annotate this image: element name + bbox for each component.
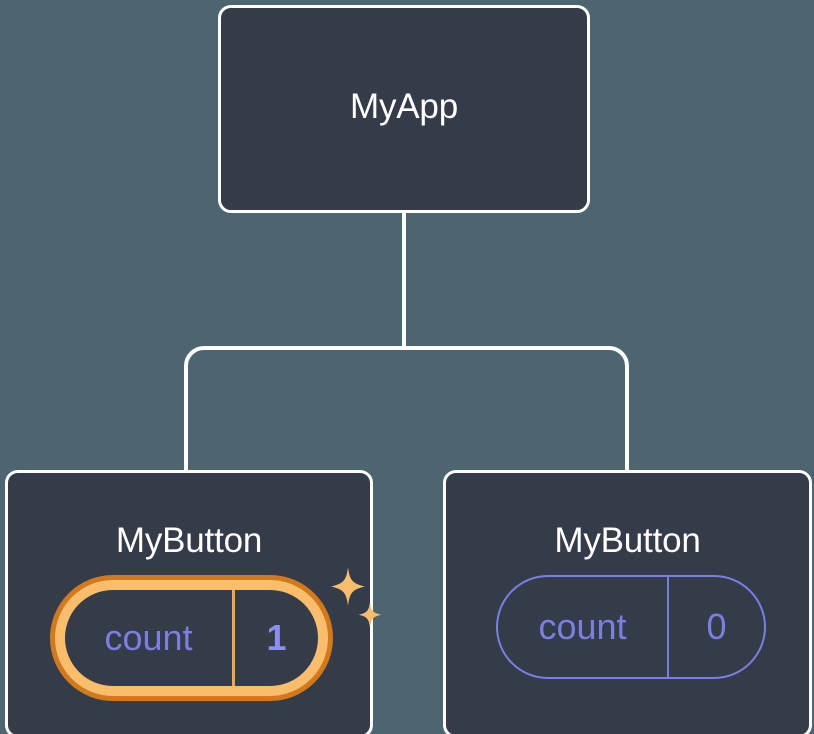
state-key-label-child-1: count <box>538 606 627 647</box>
state-pill-wrap-child-0: count 1 <box>50 567 382 701</box>
tree-node-root[interactable]: MyApp <box>218 5 590 213</box>
edge-bus-to-child-0 <box>184 346 404 472</box>
state-value-label-child-0: 1 <box>266 617 287 658</box>
state-value-label-child-1: 0 <box>706 606 727 647</box>
edge-bus-to-child-1 <box>404 346 629 472</box>
state-value-cell-child-1: 0 <box>669 577 764 677</box>
state-pill-inner-child-0: count 1 <box>59 584 324 692</box>
state-pill-child-1[interactable]: count 0 <box>496 575 766 679</box>
state-key-label-child-0: count <box>104 617 193 658</box>
state-key-cell-child-1: count <box>498 577 669 677</box>
node-title-child-0: MyButton <box>115 521 263 560</box>
sparkle-icon-small <box>358 602 382 628</box>
tree-node-child-1[interactable]: MyButton count 0 <box>443 470 812 734</box>
node-title-root: MyApp <box>350 87 458 126</box>
node-title-child-1: MyButton <box>554 521 701 560</box>
state-pill-child-0[interactable]: count 1 <box>50 575 333 701</box>
state-key-cell-child-0: count <box>65 590 235 686</box>
tree-node-child-0[interactable]: MyButton count 1 <box>5 470 382 734</box>
state-value-cell-child-0: 1 <box>235 590 318 686</box>
state-pill-wrap-child-1: count 0 <box>496 575 766 679</box>
sparkle-icon-large <box>331 567 365 606</box>
